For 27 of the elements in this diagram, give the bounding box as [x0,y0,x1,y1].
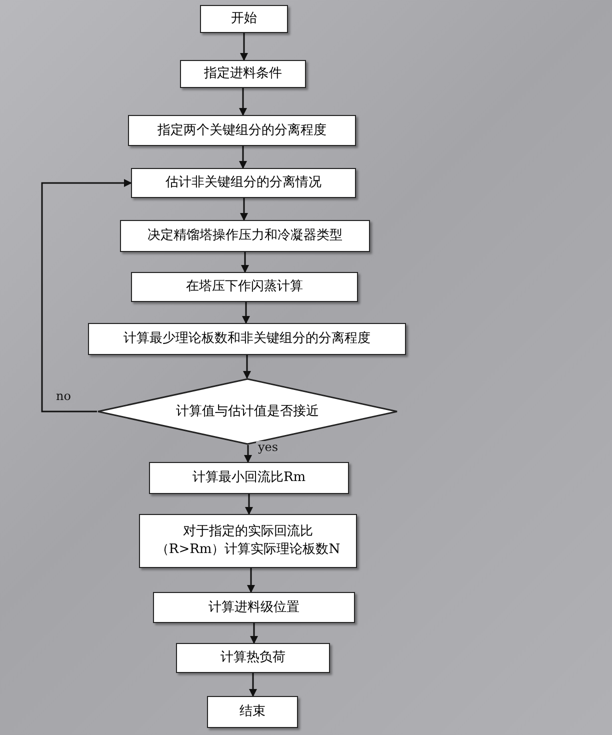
arrow [247,568,255,593]
process-box: 计算热负荷 [176,643,330,673]
arrow [239,146,247,169]
process-box: 开始 [200,5,288,33]
process-box: 计算最少理论板数和非关键组分的分离程度 [88,323,406,355]
process-box: 估计非关键组分的分离情况 [131,168,356,198]
process-box: 计算最小回流比Rm [149,462,349,494]
process-box: 指定两个关键组分的分离程度 [128,115,356,146]
process-box: 决定精馏塔操作压力和冷凝器类型 [120,220,370,252]
process-box: 对于指定的实际回流比（R>Rm）计算实际理论板数N [139,514,357,568]
arrow [241,252,249,273]
arrow [250,623,258,644]
arrow [242,302,250,324]
arrow [240,33,248,61]
arrow [245,494,253,515]
process-box: 在塔压下作闪蒸计算 [131,272,358,302]
arrow [249,673,257,697]
process-box: 指定进料条件 [180,60,306,88]
process-box: 计算进料级位置 [153,592,355,623]
process-box: 结束 [207,696,298,728]
decision-diamond: 计算值与估计值是否接近 [97,378,398,445]
arrow [244,445,252,463]
edge-label: yes [256,441,280,454]
arrow [243,355,251,379]
arrow [239,88,247,116]
arrow [240,198,248,221]
arrow [41,179,132,412]
